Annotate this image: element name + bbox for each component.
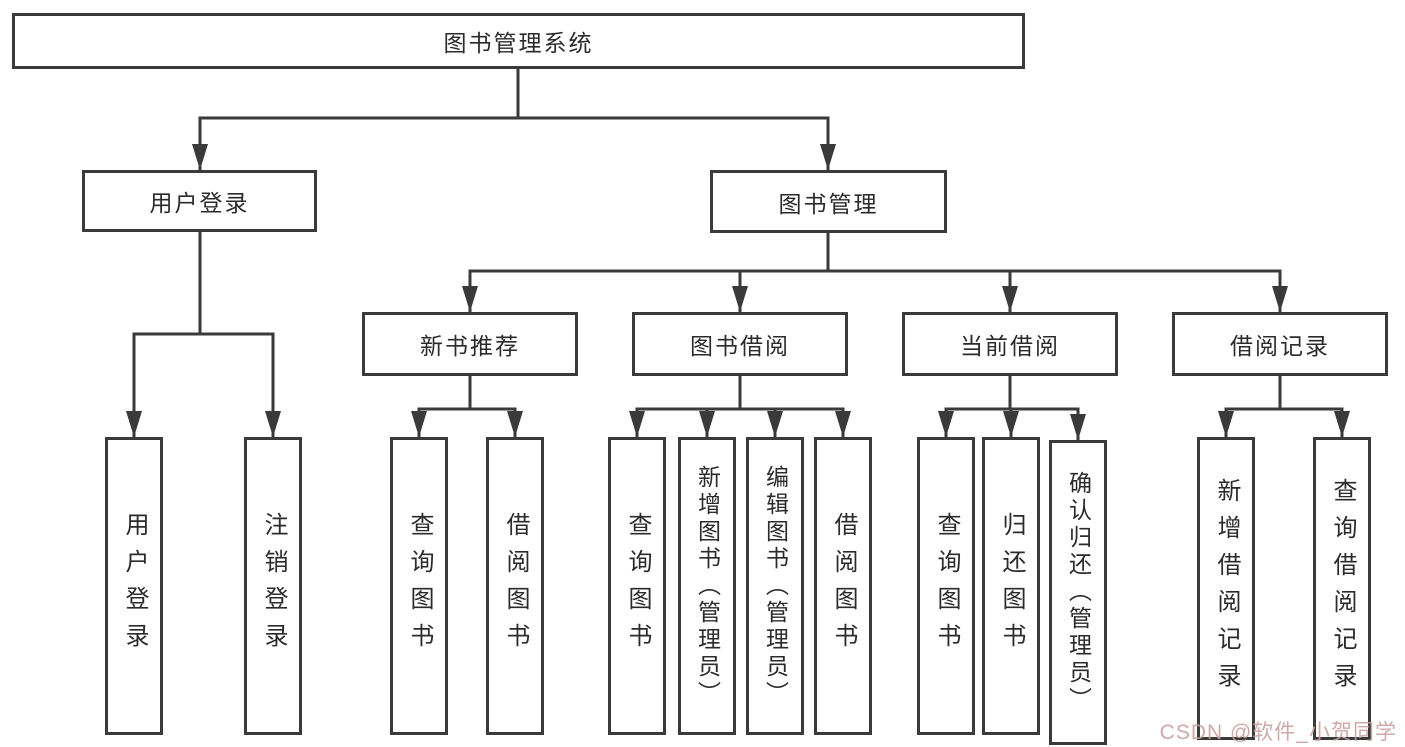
leaf-borrow-add-book-admin: 新增图书（管理员） <box>678 437 736 735</box>
leaf-recommend-search-book: 查询图书 <box>390 437 448 735</box>
leaf-records-search-record: 查询借阅记录 <box>1313 437 1371 740</box>
leaf-current-confirm-return-admin: 确认归还（管理员） <box>1049 440 1107 745</box>
node-root: 图书管理系统 <box>12 13 1025 69</box>
leaf-borrow-edit-book-admin: 编辑图书（管理员） <box>746 437 804 735</box>
node-book-borrow: 图书借阅 <box>632 312 848 376</box>
csdn-watermark: CSDN @软件_小贺同学 <box>1159 721 1397 744</box>
leaf-borrow-add-book-admin-label: 新增图书（管理员） <box>694 464 721 708</box>
node-new-book-recommend-label: 新书推荐 <box>420 333 520 359</box>
node-book-management: 图书管理 <box>710 170 947 233</box>
leaf-user-login: 用户登录 <box>105 437 163 735</box>
leaf-recommend-borrow-book-label: 借阅图书 <box>502 512 529 660</box>
leaf-current-search-book-label: 查询图书 <box>933 512 960 660</box>
leaf-borrow-search-book-label: 查询图书 <box>624 512 651 660</box>
node-root-label: 图书管理系统 <box>443 30 594 56</box>
node-current-borrow-label: 当前借阅 <box>960 333 1060 359</box>
leaf-borrow-borrow-book-label: 借阅图书 <box>830 512 857 660</box>
node-current-borrow: 当前借阅 <box>902 312 1118 376</box>
node-borrow-records: 借阅记录 <box>1172 312 1388 376</box>
node-user-login: 用户登录 <box>82 170 317 232</box>
leaf-records-add-record: 新增借阅记录 <box>1197 437 1255 740</box>
leaf-records-add-record-label: 新增借阅记录 <box>1213 477 1240 700</box>
leaf-borrow-search-book: 查询图书 <box>608 437 666 735</box>
node-new-book-recommend: 新书推荐 <box>362 312 578 376</box>
leaf-logout-label: 注销登录 <box>260 512 287 660</box>
node-user-login-label: 用户登录 <box>149 190 250 216</box>
leaf-borrow-borrow-book: 借阅图书 <box>814 437 872 735</box>
leaf-records-search-record-label: 查询借阅记录 <box>1329 477 1356 700</box>
leaf-current-search-book: 查询图书 <box>917 437 975 735</box>
leaf-user-login-label: 用户登录 <box>121 512 148 660</box>
node-book-borrow-label: 图书借阅 <box>690 333 790 359</box>
leaf-recommend-borrow-book: 借阅图书 <box>486 437 544 735</box>
leaf-borrow-edit-book-admin-label: 编辑图书（管理员） <box>762 464 789 708</box>
leaf-current-return-book: 归还图书 <box>982 437 1040 735</box>
node-borrow-records-label: 借阅记录 <box>1230 333 1330 359</box>
leaf-current-confirm-return-admin-label: 确认归还（管理员） <box>1065 471 1092 714</box>
leaf-recommend-search-book-label: 查询图书 <box>406 512 433 660</box>
leaf-logout: 注销登录 <box>244 437 302 735</box>
node-book-management-label: 图书管理 <box>778 190 879 217</box>
leaf-current-return-book-label: 归还图书 <box>998 512 1025 660</box>
